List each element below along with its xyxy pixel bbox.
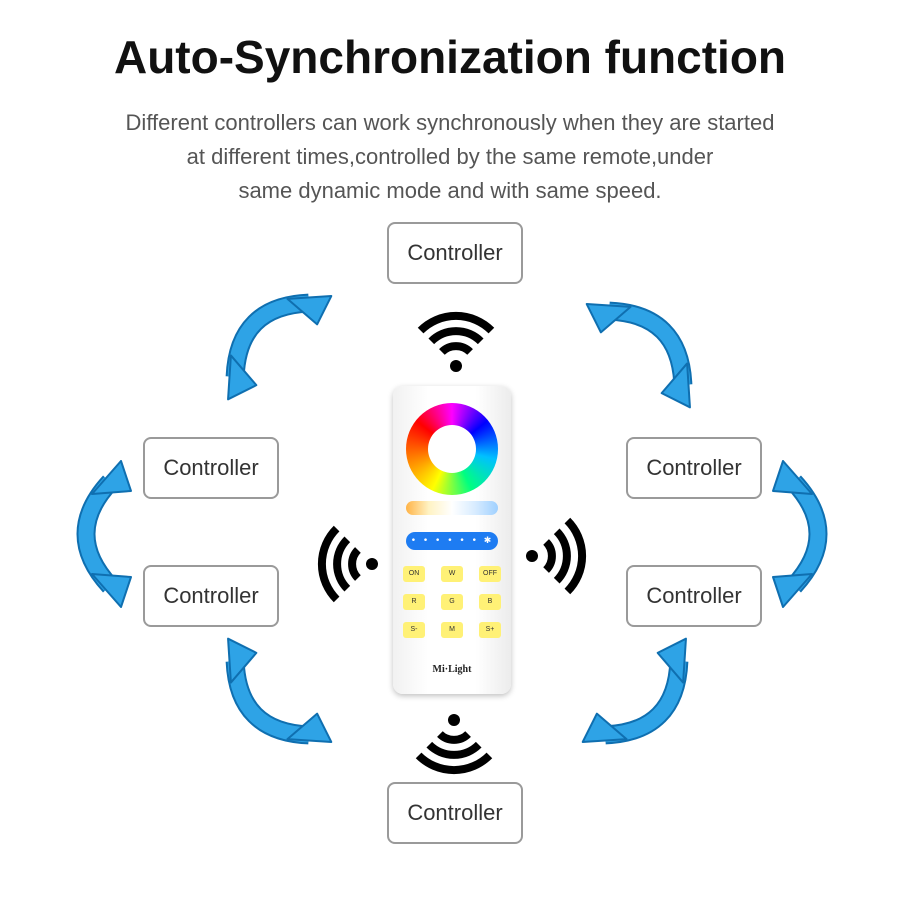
remote-key-g: G [441,594,463,610]
wifi-signal-icon [526,521,582,592]
remote-keypad: ON W OFF R G B S- M S+ [403,566,501,638]
remote-key-b: B [479,594,501,610]
color-wheel [406,403,498,495]
page-title: Auto-Synchronization function [113,31,787,83]
controller-box-top: Controller [387,222,523,284]
color-wheel-center [428,425,476,473]
remote-key-mode: M [441,622,463,638]
curved-double-arrow-icon [773,461,818,607]
controller-box-right-upper: Controller [626,437,762,499]
description-line: Different controllers can work synchrono… [125,110,775,135]
controller-box-left-upper: Controller [143,437,279,499]
wifi-signal-icon [421,316,492,372]
description: Different controllers can work synchrono… [60,106,840,208]
color-temperature-slider [406,501,498,515]
controller-box-left-lower: Controller [143,565,279,627]
description-line: same dynamic mode and with same speed. [238,178,662,203]
wifi-signal-icon [419,714,490,770]
curved-double-arrow-icon [203,271,338,406]
controller-box-bottom: Controller [387,782,523,844]
curved-double-arrow-icon [580,279,715,414]
remote-key-r: R [403,594,425,610]
brightness-slider: • • • • • • ✱ [406,532,498,550]
remote-key-on: ON [403,566,425,582]
remote-key-off: OFF [479,566,501,582]
curved-double-arrow-icon [86,461,131,607]
remote-brand-logo: Mi·Light [432,664,472,675]
remote-control: • • • • • • ✱ ON W OFF R G B S- M S+ Mi·… [393,386,511,694]
remote-key-speed-up: S+ [479,622,501,638]
description-line: at different times,controlled by the sam… [186,144,714,169]
controller-box-right-lower: Controller [626,565,762,627]
remote-key-w: W [441,566,463,582]
remote-key-speed-down: S- [403,622,425,638]
curved-double-arrow-icon [576,632,711,767]
wifi-signal-icon [322,529,378,600]
curved-double-arrow-icon [203,632,338,767]
